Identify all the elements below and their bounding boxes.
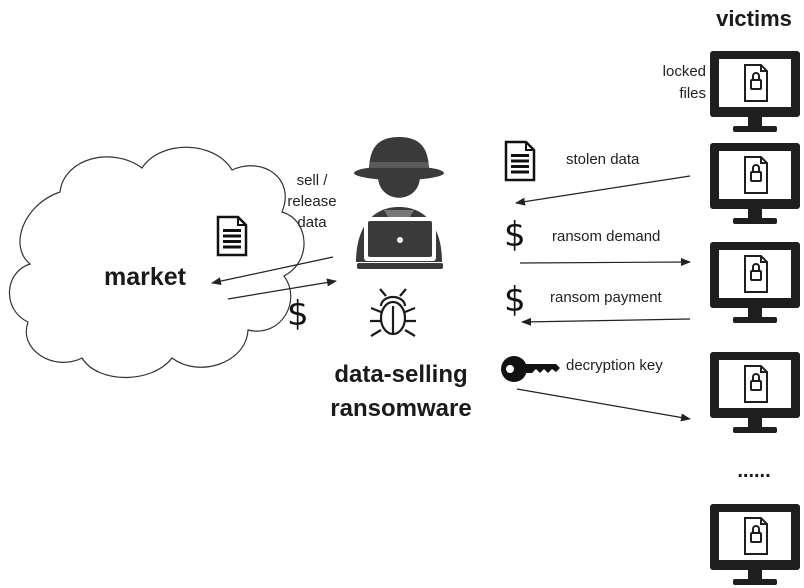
market-cloud: [8, 146, 305, 378]
stolen-data-label: stolen data: [566, 151, 640, 168]
dollar-icon-payment: $: [504, 280, 526, 320]
ransomware-title: data-selling ransomware: [330, 361, 472, 422]
document-icon-market: [216, 215, 248, 257]
decryption-key-label: decryption key: [566, 357, 663, 374]
ransom-payment-label: ransom payment: [550, 289, 662, 306]
market-label: market: [104, 263, 186, 291]
victim-monitor-2: [709, 142, 801, 225]
locked-files-label: locked files: [662, 63, 706, 102]
arrow-decryption-key: [516, 388, 691, 422]
more-victims-ellipsis: ......: [737, 460, 771, 482]
arrow-ransom-demand: [519, 258, 691, 267]
hacker-icon: [354, 137, 444, 269]
dollar-icon-demand: $: [504, 215, 526, 255]
victim-monitor-4: [709, 351, 801, 434]
document-icon-stolen: [504, 140, 536, 182]
bug-icon: [370, 288, 416, 337]
dollar-icon-market: $: [287, 294, 309, 334]
arrow-market-pay: [227, 278, 337, 300]
ransom-demand-label: ransom demand: [552, 228, 661, 245]
arrow-ransom-payment: [521, 317, 691, 326]
victims-heading: victims: [716, 6, 792, 31]
sell-release-label: sell / release data: [287, 172, 337, 231]
victim-monitor-5: [709, 503, 801, 586]
victim-monitor-3: [709, 241, 801, 324]
arrow-sell-to-market: [211, 256, 334, 286]
key-icon: [501, 356, 560, 382]
arrow-stolen-data: [515, 175, 691, 206]
victim-monitor-1: [709, 50, 801, 133]
